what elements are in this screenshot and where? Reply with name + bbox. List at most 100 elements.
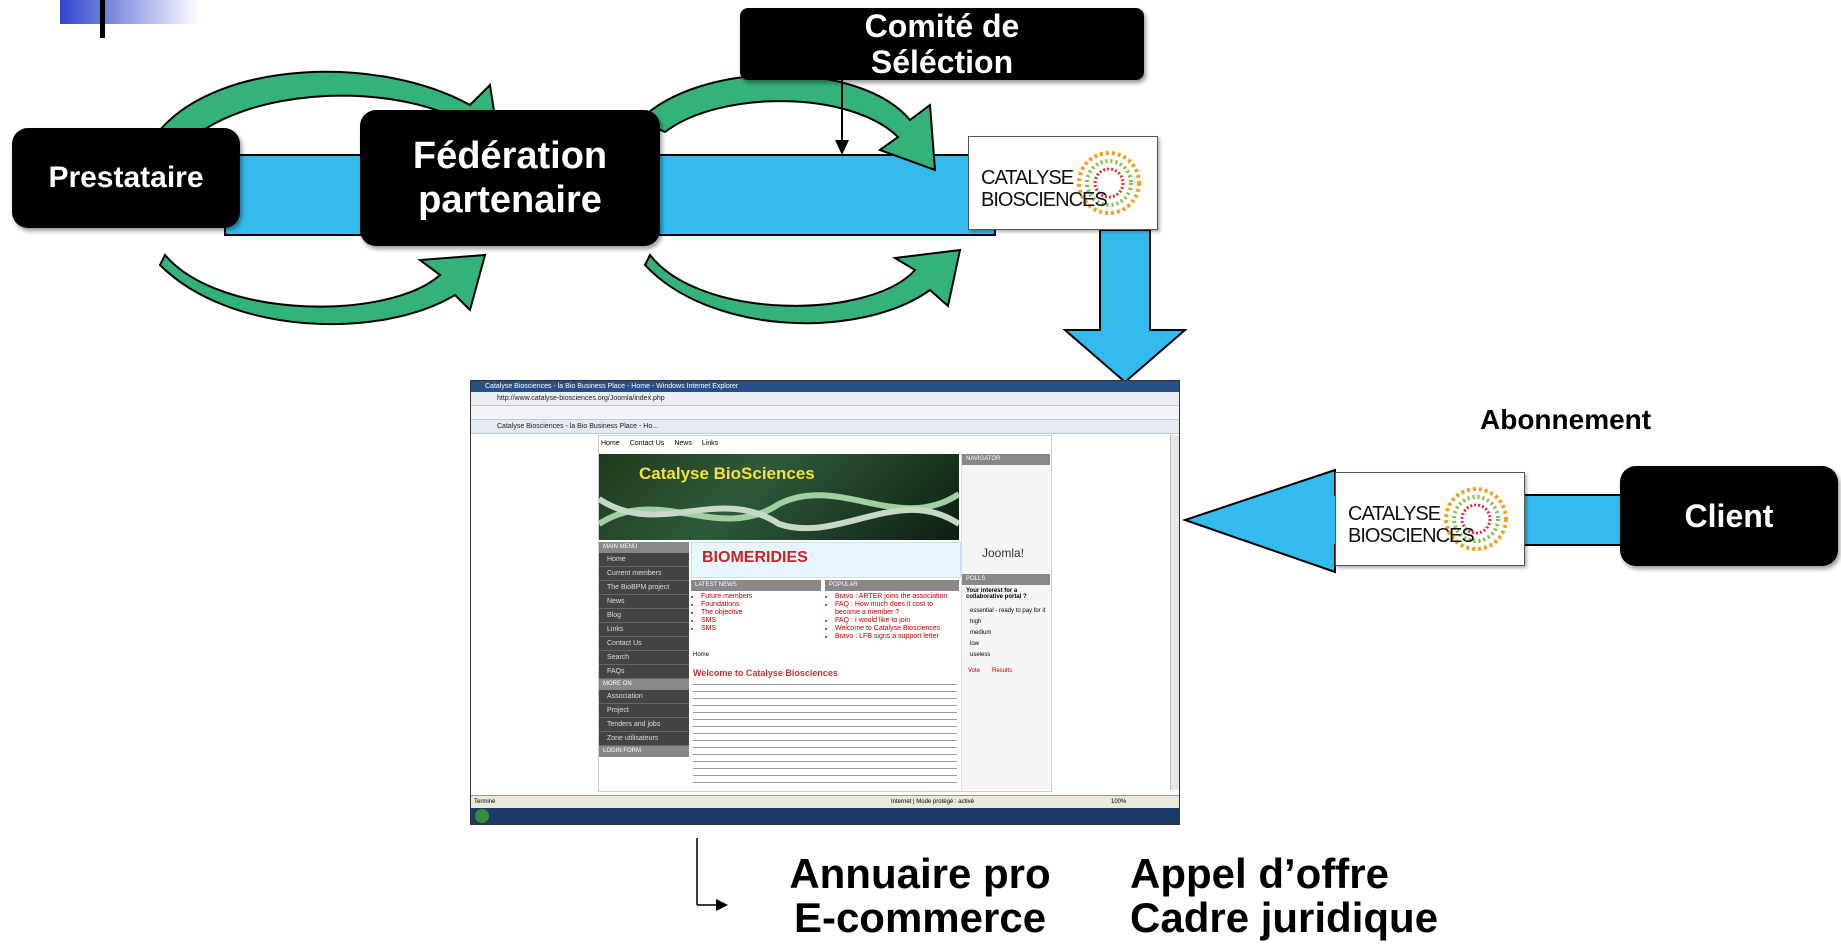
poll-option[interactable]: medium xyxy=(970,630,992,636)
news-item[interactable]: Future members xyxy=(701,593,821,601)
browser-scrollbar[interactable] xyxy=(1170,435,1179,790)
federation-label-line2: partenaire xyxy=(418,179,602,221)
results-button[interactable]: Results xyxy=(992,668,1013,674)
biomeridies-banner: BIOMERIDIES xyxy=(691,542,961,578)
poll-option[interactable]: essential - ready to pay for it xyxy=(970,608,1046,614)
green-arrow-bottom-left xyxy=(158,253,487,326)
menu-item[interactable]: Zone utilisateurs xyxy=(599,732,689,746)
catalyse-logo-right: CATALYSE BIOSCIENCES xyxy=(1335,472,1525,566)
popular-item[interactable]: Welcome to Catalyse Biosciences xyxy=(835,625,959,633)
polls-head: POLLS xyxy=(962,574,1050,585)
joomla-logo: Joomla! xyxy=(982,546,1025,560)
browser-window-title: Catalyse Biosciences - la Bio Business P… xyxy=(485,383,739,390)
popular-head: POPULAR xyxy=(825,580,959,591)
poll-option[interactable]: useless xyxy=(970,652,991,658)
menu-item[interactable]: Current members xyxy=(599,567,689,581)
menu-item[interactable]: Search xyxy=(599,651,689,665)
browser-title-bar: Catalyse Biosciences - la Bio Business P… xyxy=(471,381,1179,392)
more-on-head: MORE ON xyxy=(599,679,689,690)
logo-right-line2: BIOSCIENCES xyxy=(1348,525,1475,547)
green-arrow-top-right xyxy=(638,74,937,172)
popular-item[interactable]: FAQ : How much does it cost to become a … xyxy=(835,601,959,617)
menu-item[interactable]: Home xyxy=(599,553,689,567)
bracket-arrow-head xyxy=(716,899,728,911)
green-arrow-bottom-right xyxy=(643,248,962,325)
down-arrow xyxy=(1062,229,1188,384)
latest-news-list: Future members Foundations The objective… xyxy=(701,593,821,633)
right-column: NAVIGATOR Joomla! POLLS Your interest fo… xyxy=(961,454,1050,789)
browser-screenshot: Catalyse Biosciences - la Bio Business P… xyxy=(470,380,1180,825)
browser-address-bar[interactable]: http://www.catalyse-biosciences.org/Joom… xyxy=(471,392,1179,406)
site-banner: Catalyse BioSciences xyxy=(599,454,959,540)
banner-title: Catalyse BioSciences xyxy=(639,464,815,483)
biomeridies-logo: BIOMERIDIES xyxy=(702,549,808,566)
latest-news: LATEST NEWS Future members Foundations T… xyxy=(691,580,821,633)
menu-item[interactable]: Tenders and jobs xyxy=(599,718,689,732)
site-frame: Home Contact Us News Links Catalyse BioS… xyxy=(598,435,1052,792)
catalyse-logo-top: CATALYSE BIOSCIENCES xyxy=(968,136,1158,230)
poll-options: essential - ready to pay for it high med… xyxy=(970,606,1045,661)
poll-buttons: Vote Results xyxy=(968,668,1012,674)
ecommerce-label: E-commerce xyxy=(793,894,1047,941)
prestataire-box: Prestataire xyxy=(12,128,240,228)
navigator-head: NAVIGATOR xyxy=(962,454,1050,465)
status-zoom: 100% xyxy=(1111,799,1127,805)
news-item[interactable]: SMS xyxy=(701,625,821,633)
logo-top-line2: BIOSCIENCES xyxy=(981,189,1108,211)
browser-status-bar: Terminé Internet | Mode protégé : activé… xyxy=(471,795,1179,808)
menu-item[interactable]: Links xyxy=(599,623,689,637)
menu-item[interactable]: FAQs xyxy=(599,665,689,679)
menu-item[interactable]: Contact Us xyxy=(599,637,689,651)
article-lines xyxy=(693,684,957,784)
abonnement-label: Abonnement xyxy=(1480,404,1652,435)
logo-burst-icon xyxy=(1444,487,1508,551)
popular-list: Bravo : ARTER joins the association FAQ … xyxy=(835,593,959,641)
login-head: LOGIN FORM xyxy=(599,746,689,757)
client-label: Client xyxy=(1684,497,1774,534)
popular-item[interactable]: Bravo : LFB signs a support letter xyxy=(835,633,959,641)
federation-label-line1: Fédération xyxy=(412,135,608,177)
poll-option[interactable]: low xyxy=(970,641,980,647)
news-item[interactable]: SMS xyxy=(701,617,821,625)
breadcrumb: Home xyxy=(693,652,710,658)
poll-question: Your interest for a collaborative portal… xyxy=(966,588,1027,600)
client-box: Client xyxy=(1620,466,1838,566)
dna-helix-icon xyxy=(599,491,959,532)
vote-button[interactable]: Vote xyxy=(968,668,981,674)
comite-label-line1: Comité de xyxy=(864,8,1020,44)
popular-item[interactable]: Bravo : ARTER joins the association xyxy=(835,593,959,601)
site-tab-contact[interactable]: Contact Us xyxy=(629,440,665,447)
browser-toolbar xyxy=(471,406,1179,420)
browser-tab[interactable]: Catalyse Biosciences - la Bio Business P… xyxy=(471,420,1179,434)
news-item[interactable]: The objective xyxy=(701,609,821,617)
menu-item[interactable]: Blog xyxy=(599,609,689,623)
site-tab-home[interactable]: Home xyxy=(601,440,620,447)
menu-item[interactable]: Association xyxy=(599,690,689,704)
poll-option[interactable]: high xyxy=(970,619,982,625)
page-content: Home Contact Us News Links Catalyse BioS… xyxy=(471,435,1179,795)
status-text: Terminé xyxy=(474,799,496,805)
logo-right-line1: CATALYSE xyxy=(1348,503,1441,525)
corner-bar xyxy=(100,0,105,38)
popular-item[interactable]: FAQ : I would like to join xyxy=(835,617,959,625)
news-item[interactable]: Foundations xyxy=(701,601,821,609)
site-nav: Home Contact Us News Links xyxy=(601,440,718,452)
welcome-heading: Welcome to Catalyse Biosciences xyxy=(693,668,838,678)
logo-top-line1: CATALYSE xyxy=(981,167,1074,189)
status-zone: Internet | Mode protégé : activé xyxy=(891,799,974,805)
latest-news-head: LATEST NEWS xyxy=(691,580,821,591)
comite-box: Comité de Séléction xyxy=(740,8,1144,80)
comite-arrow-head xyxy=(835,140,849,155)
popular: POPULAR Bravo : ARTER joins the associat… xyxy=(825,580,959,641)
site-tab-news[interactable]: News xyxy=(674,440,692,447)
menu-item[interactable]: News xyxy=(599,595,689,609)
prestataire-label: Prestataire xyxy=(48,161,204,194)
menu-item[interactable]: Project xyxy=(599,704,689,718)
browser-tab-label: Catalyse Biosciences - la Bio Business P… xyxy=(497,423,659,430)
windows-taskbar xyxy=(471,808,1179,824)
main-menu-head: MAIN MENU xyxy=(599,542,689,553)
start-button-icon[interactable] xyxy=(475,809,489,823)
site-tab-links[interactable]: Links xyxy=(701,440,719,447)
logo-burst-icon xyxy=(1077,151,1141,215)
menu-item[interactable]: The BioBPM project xyxy=(599,581,689,595)
